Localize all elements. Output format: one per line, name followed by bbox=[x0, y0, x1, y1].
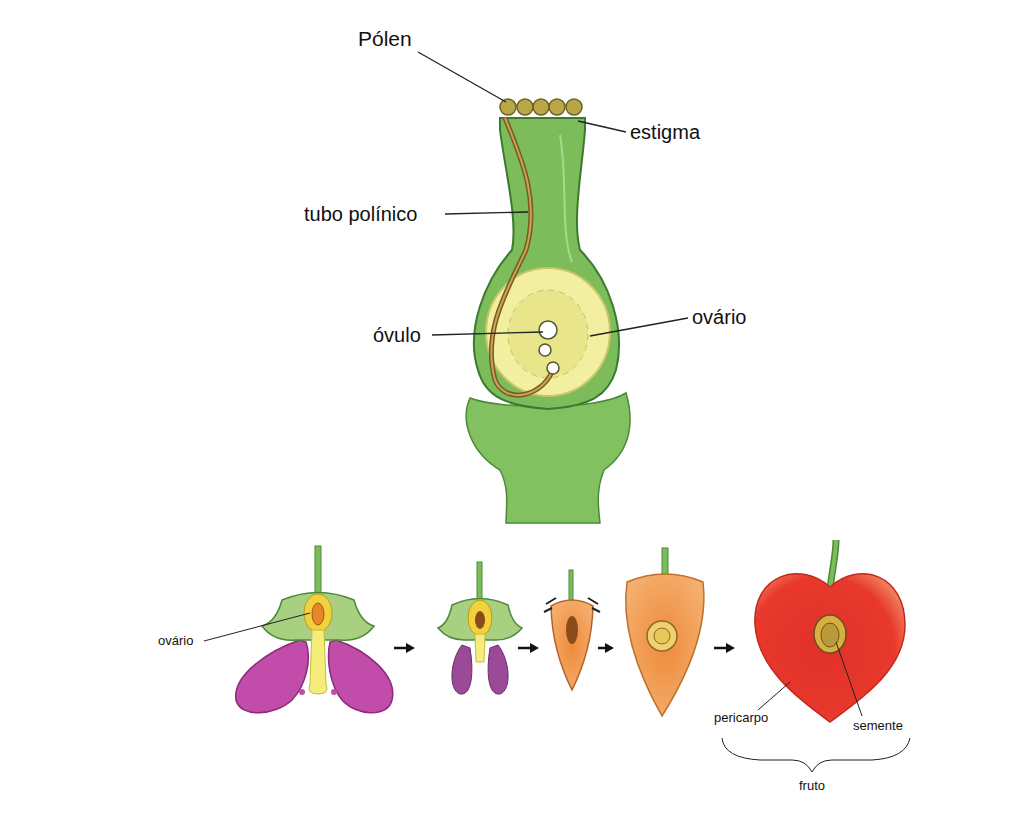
leader-lines bbox=[418, 52, 688, 336]
flower-stage bbox=[236, 546, 393, 713]
ovary-inner bbox=[508, 290, 588, 378]
part-label: semente bbox=[853, 719, 903, 734]
part-label: óvulo bbox=[373, 324, 421, 347]
ovule bbox=[539, 344, 551, 356]
wilting-stage bbox=[438, 562, 522, 694]
highlight bbox=[560, 135, 572, 262]
ovule bbox=[539, 321, 557, 339]
receptacle bbox=[466, 393, 630, 523]
carpel bbox=[474, 118, 619, 409]
part-label: Pólen bbox=[358, 27, 412, 51]
mature-fruit bbox=[755, 540, 905, 722]
stage-arrows bbox=[394, 643, 735, 653]
part-label: pericarpo bbox=[714, 711, 768, 726]
part-label: ovário bbox=[692, 306, 746, 329]
pollen-grains bbox=[500, 99, 582, 115]
part-label: ovário bbox=[158, 634, 193, 649]
part-label: tubo polínico bbox=[304, 203, 417, 226]
pollen-tube-core bbox=[491, 118, 552, 395]
part-label: estigma bbox=[630, 121, 700, 144]
leader-lines bbox=[204, 613, 910, 772]
growing-fruit bbox=[626, 548, 704, 716]
part-label: fruto bbox=[799, 779, 825, 794]
pollen-tube bbox=[491, 118, 552, 395]
ovule bbox=[547, 362, 559, 374]
young-fruit bbox=[544, 570, 600, 690]
bracket bbox=[722, 738, 910, 772]
pistil bbox=[466, 99, 630, 523]
